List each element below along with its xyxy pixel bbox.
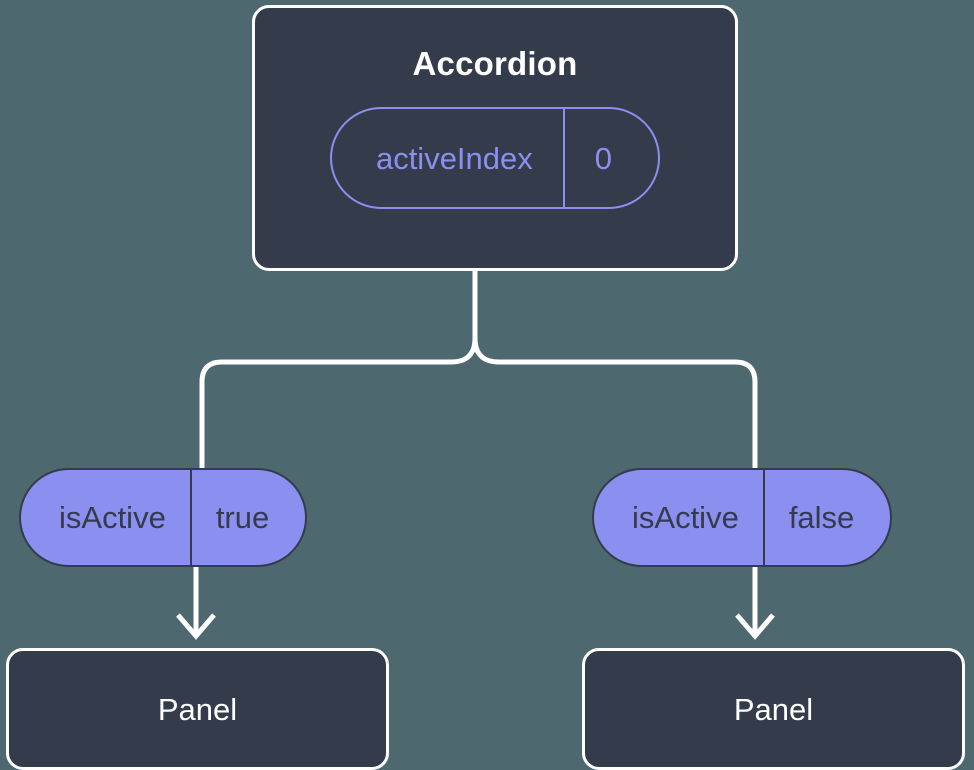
prop-pill-value: false [762,470,890,565]
prop-pill-is-active-true[interactable]: isActive true [19,468,308,567]
prop-pill-is-active-false[interactable]: isActive false [592,468,893,567]
prop-pill-key: isActive [632,500,739,535]
connector-fork-right [472,337,758,470]
panel-title: Panel [157,691,238,727]
arrow-head-right [735,613,775,640]
arrow-head-left [176,613,216,640]
panel-component-card-right[interactable]: Panel [582,648,965,770]
connector-fork-left [199,337,478,470]
accordion-component-card[interactable]: Accordion activeIndex 0 [252,5,738,271]
accordion-title: Accordion [412,45,578,82]
panel-title: Panel [733,691,814,727]
state-pill-value: 0 [562,109,658,207]
state-pill-active-index[interactable]: activeIndex 0 [329,107,661,209]
state-pill-key: activeIndex [375,140,533,176]
prop-pill-value: true [189,470,305,565]
prop-pill-key: isActive [59,500,166,535]
panel-component-card-left[interactable]: Panel [6,648,389,770]
